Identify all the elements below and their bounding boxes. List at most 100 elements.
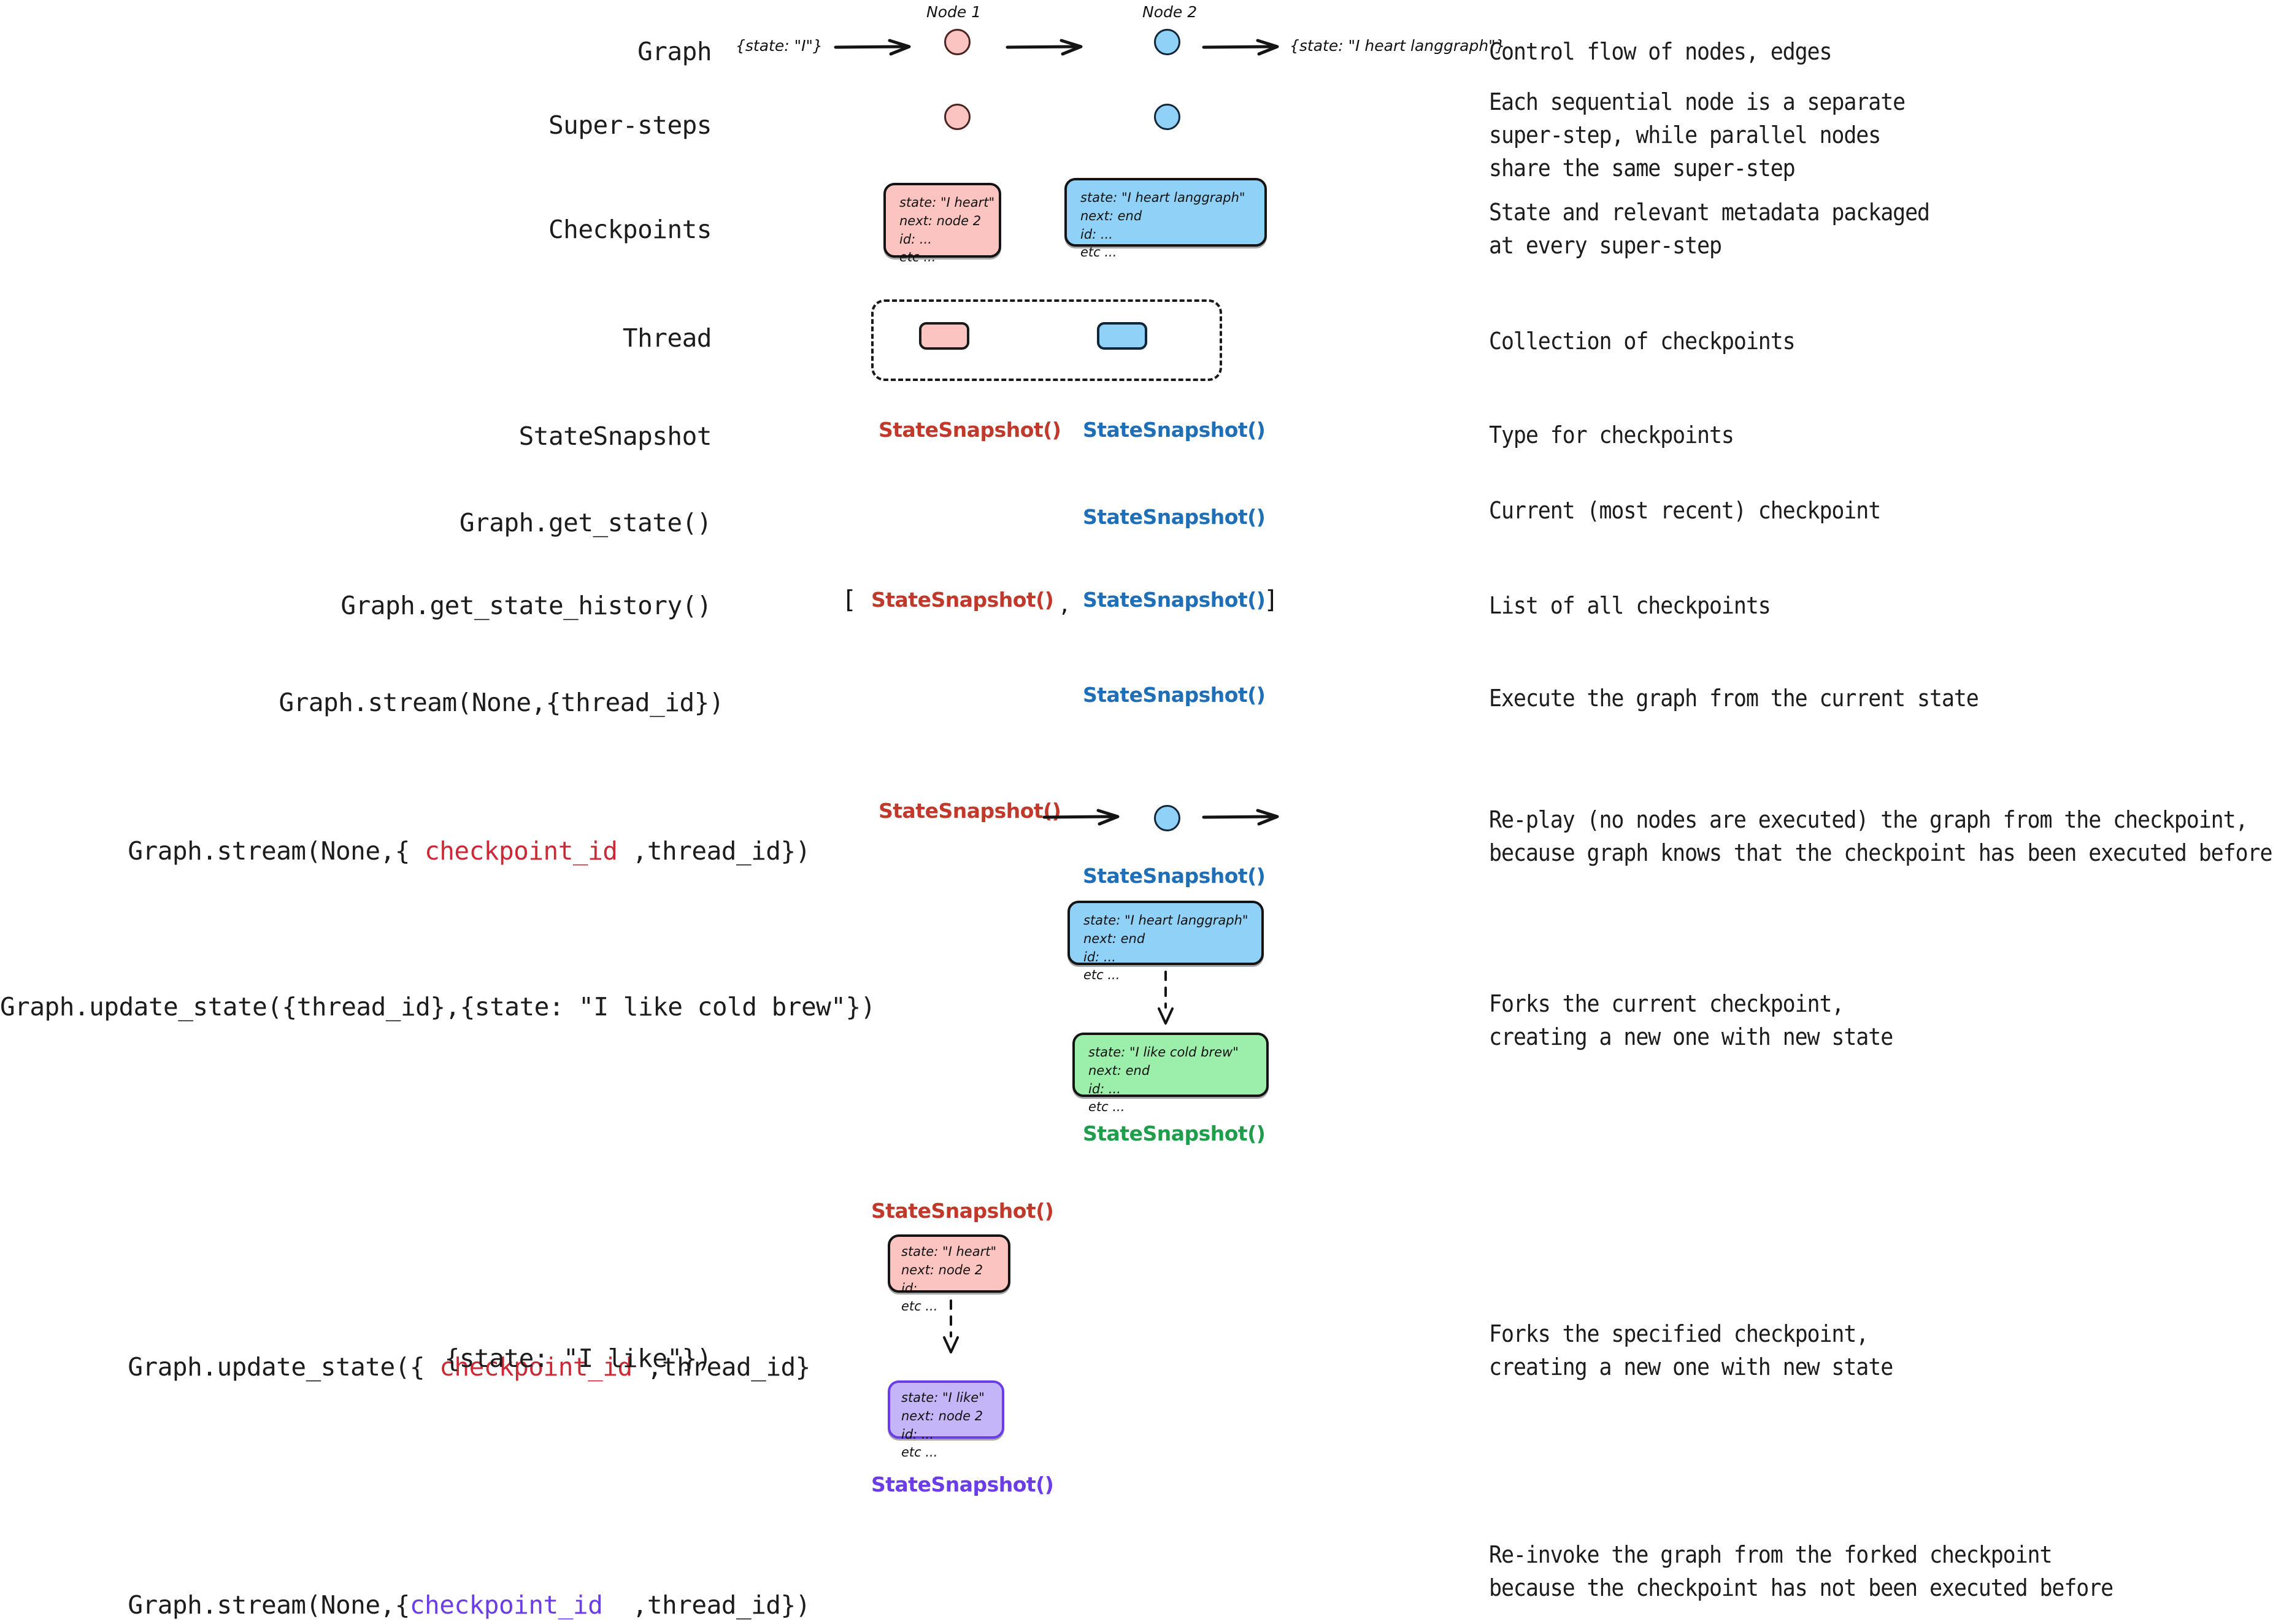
stream-result-snapshot: StateSnapshot() — [1083, 683, 1266, 707]
thread-checkpoint-pink — [919, 322, 969, 350]
checkpoint-id-line: id: ... — [1083, 949, 1116, 964]
checkpoint-state-line: state: "I heart langgraph" — [1083, 913, 1248, 928]
history-snapshot-blue: StateSnapshot() — [1083, 588, 1266, 612]
node1-label: Node 1 — [926, 3, 982, 21]
checkpoint-id-token: checkpoint_id — [439, 1352, 633, 1382]
checkpoint-next-line: next: node 2 — [901, 1262, 983, 1277]
row-label-stream-checkpoint-replay: Graph.stream(None,{ checkpoint_id ,threa… — [98, 797, 810, 870]
fork-current-new-card: state: "I like cold brew" next: end id: … — [1072, 1033, 1269, 1114]
row-label-stream-thread: Graph.stream(None,{thread_id}) — [279, 688, 724, 717]
checkpoint-etc-line: etc ... — [1080, 245, 1117, 260]
label-part-prefix: Graph.stream(None,{ — [128, 1590, 410, 1620]
row-label-graph: Graph — [637, 37, 712, 66]
checkpoint-etc-line: etc ... — [1088, 1099, 1125, 1115]
fork-current-new-label: StateSnapshot() — [1083, 1122, 1266, 1145]
statesnapshot-token-red: StateSnapshot() — [879, 418, 1061, 442]
thread-checkpoint-blue — [1097, 322, 1147, 350]
checkpoint-id-line: id: ... — [901, 1426, 934, 1442]
fork-specified-dashed-arrow — [939, 1299, 963, 1355]
checkpoint-etc-line: etc ... — [901, 1445, 938, 1460]
label-part-suffix: ,thread_id}) — [602, 1590, 811, 1620]
checkpoint-card-pink-text: state: "I heart" next: node 2 id: ... et… — [899, 194, 994, 267]
edge-arrow-2 — [1006, 39, 1086, 56]
checkpoint-etc-line: etc ... — [901, 1299, 938, 1314]
node-1-circle — [944, 29, 971, 55]
replay-node-circle — [1154, 805, 1180, 831]
row-desc-statesnapshot: Type for checkpoints — [1489, 421, 1734, 448]
super-step-node-1 — [944, 104, 971, 130]
row-desc-update-state-current: Forks the current checkpoint, creating a… — [1489, 990, 1893, 1050]
label-part-prefix: Graph.stream(None,{ — [128, 836, 425, 866]
edge-arrow-3 — [1202, 39, 1282, 56]
history-snapshot-red: StateSnapshot() — [871, 588, 1054, 612]
fork-specified-new-label: StateSnapshot() — [871, 1472, 1054, 1496]
label-part-suffix: ,thread_id} — [632, 1352, 811, 1382]
row-label-update-state-current: Graph.update_state({thread_id},{state: "… — [0, 992, 875, 1022]
checkpoint-next-line: next: node 2 — [901, 1408, 983, 1423]
row-desc-update-state-specified: Forks the specified checkpoint, creating… — [1489, 1320, 1893, 1380]
row-label-stream-forked: Graph.stream(None,{checkpoint_id ,thread… — [98, 1551, 810, 1624]
row-label-thread: Thread — [622, 323, 712, 353]
row-label-update-state-specified-line2: {state: "I like"}) — [444, 1344, 712, 1373]
row-desc-replay: Re-play (no nodes are executed) the grap… — [1489, 806, 2273, 866]
fork-current-source-card-text: state: "I heart langgraph" next: end id:… — [1083, 912, 1248, 985]
history-close-bracket: ] — [1264, 586, 1279, 614]
checkpoint-id-line: id: ... — [1080, 226, 1113, 242]
checkpoint-card-blue: state: "I heart langgraph" next: end id:… — [1064, 178, 1267, 260]
checkpoint-state-line: state: "I heart langgraph" — [1080, 190, 1245, 205]
row-desc-stream-thread: Execute the graph from the current state — [1489, 685, 1979, 712]
checkpoint-etc-line: etc ... — [1083, 968, 1120, 983]
row-desc-checkpoints: State and relevant metadata packaged at … — [1489, 199, 1930, 259]
checkpoint-id-line: id: ... — [899, 231, 932, 247]
row-label-checkpoints: Checkpoints — [548, 215, 712, 244]
super-step-node-2 — [1154, 104, 1180, 130]
checkpoint-state-line: state: "I like" — [901, 1390, 985, 1405]
fork-specified-new-card-text: state: "I like" next: node 2 id: ... etc… — [901, 1389, 985, 1462]
replay-arrow-2 — [1202, 809, 1282, 826]
fork-current-source-label: StateSnapshot() — [1083, 864, 1266, 888]
checkpoint-state-line: state: "I heart" — [901, 1244, 997, 1259]
row-desc-thread: Collection of checkpoints — [1489, 328, 1796, 355]
node-2-circle — [1154, 29, 1180, 55]
label-part-suffix: ,thread_id}) — [617, 836, 811, 866]
node2-label: Node 2 — [1142, 3, 1198, 21]
get-state-result-snapshot: StateSnapshot() — [1083, 505, 1266, 529]
fork-specified-source-label: StateSnapshot() — [871, 1199, 1054, 1223]
history-open-bracket: [ — [842, 586, 857, 614]
replay-arrow-1 — [1042, 809, 1123, 826]
row-label-get-state-history: Graph.get_state_history() — [340, 591, 712, 620]
fork-specified-new-card: state: "I like" next: node 2 id: ... etc… — [888, 1380, 1004, 1460]
row-desc-get-state: Current (most recent) checkpoint — [1489, 497, 1881, 524]
row-label-get-state: Graph.get_state() — [459, 508, 712, 537]
row-desc-super-steps: Each sequential node is a separate super… — [1489, 88, 1906, 182]
row-label-super-steps: Super-steps — [548, 110, 712, 140]
fork-current-dashed-arrow — [1153, 971, 1178, 1026]
checkpoint-next-line: next: node 2 — [899, 213, 982, 228]
checkpoint-state-line: state: "I heart" — [899, 195, 995, 210]
checkpoint-state-line: state: "I like cold brew" — [1088, 1045, 1239, 1060]
checkpoint-next-line: next: end — [1088, 1063, 1150, 1078]
checkpoint-next-line: next: end — [1083, 931, 1145, 946]
statesnapshot-token-blue: StateSnapshot() — [1083, 418, 1266, 442]
checkpoint-next-line: next: end — [1080, 208, 1142, 223]
replay-source-snapshot: StateSnapshot() — [879, 799, 1061, 823]
row-label-update-state-specified: Graph.update_state({ checkpoint_id ,thre… — [98, 1313, 810, 1386]
history-separator: , — [1058, 593, 1071, 617]
checkpoint-id-token: checkpoint_id — [409, 1590, 603, 1620]
row-label-statesnapshot: StateSnapshot — [518, 421, 712, 451]
fork-specified-source-card-text: state: "I heart" next: node 2 id: ... et… — [901, 1243, 996, 1316]
checkpoint-id-token: checkpoint_id — [425, 836, 618, 866]
fork-current-new-card-text: state: "I like cold brew" next: end id: … — [1088, 1044, 1239, 1117]
checkpoint-card-pink: state: "I heart" next: node 2 id: ... et… — [883, 183, 1001, 264]
checkpoint-card-blue-text: state: "I heart langgraph" next: end id:… — [1080, 189, 1245, 262]
row-desc-graph: Control flow of nodes, edges — [1489, 38, 1833, 65]
fork-current-source-card: state: "I heart langgraph" next: end id:… — [1067, 901, 1264, 982]
checkpoint-etc-line: etc ... — [899, 250, 936, 265]
checkpoint-id-line: id: ... — [1088, 1081, 1121, 1096]
checkpoint-id-line: id: ... — [901, 1280, 934, 1296]
state-input-annotation: {state: "I"} — [736, 37, 823, 55]
thread-container — [871, 299, 1222, 381]
fork-specified-source-card: state: "I heart" next: node 2 id: ... et… — [888, 1234, 1010, 1314]
edge-arrow-1 — [834, 39, 914, 56]
row-desc-get-state-history: List of all checkpoints — [1489, 592, 1771, 619]
